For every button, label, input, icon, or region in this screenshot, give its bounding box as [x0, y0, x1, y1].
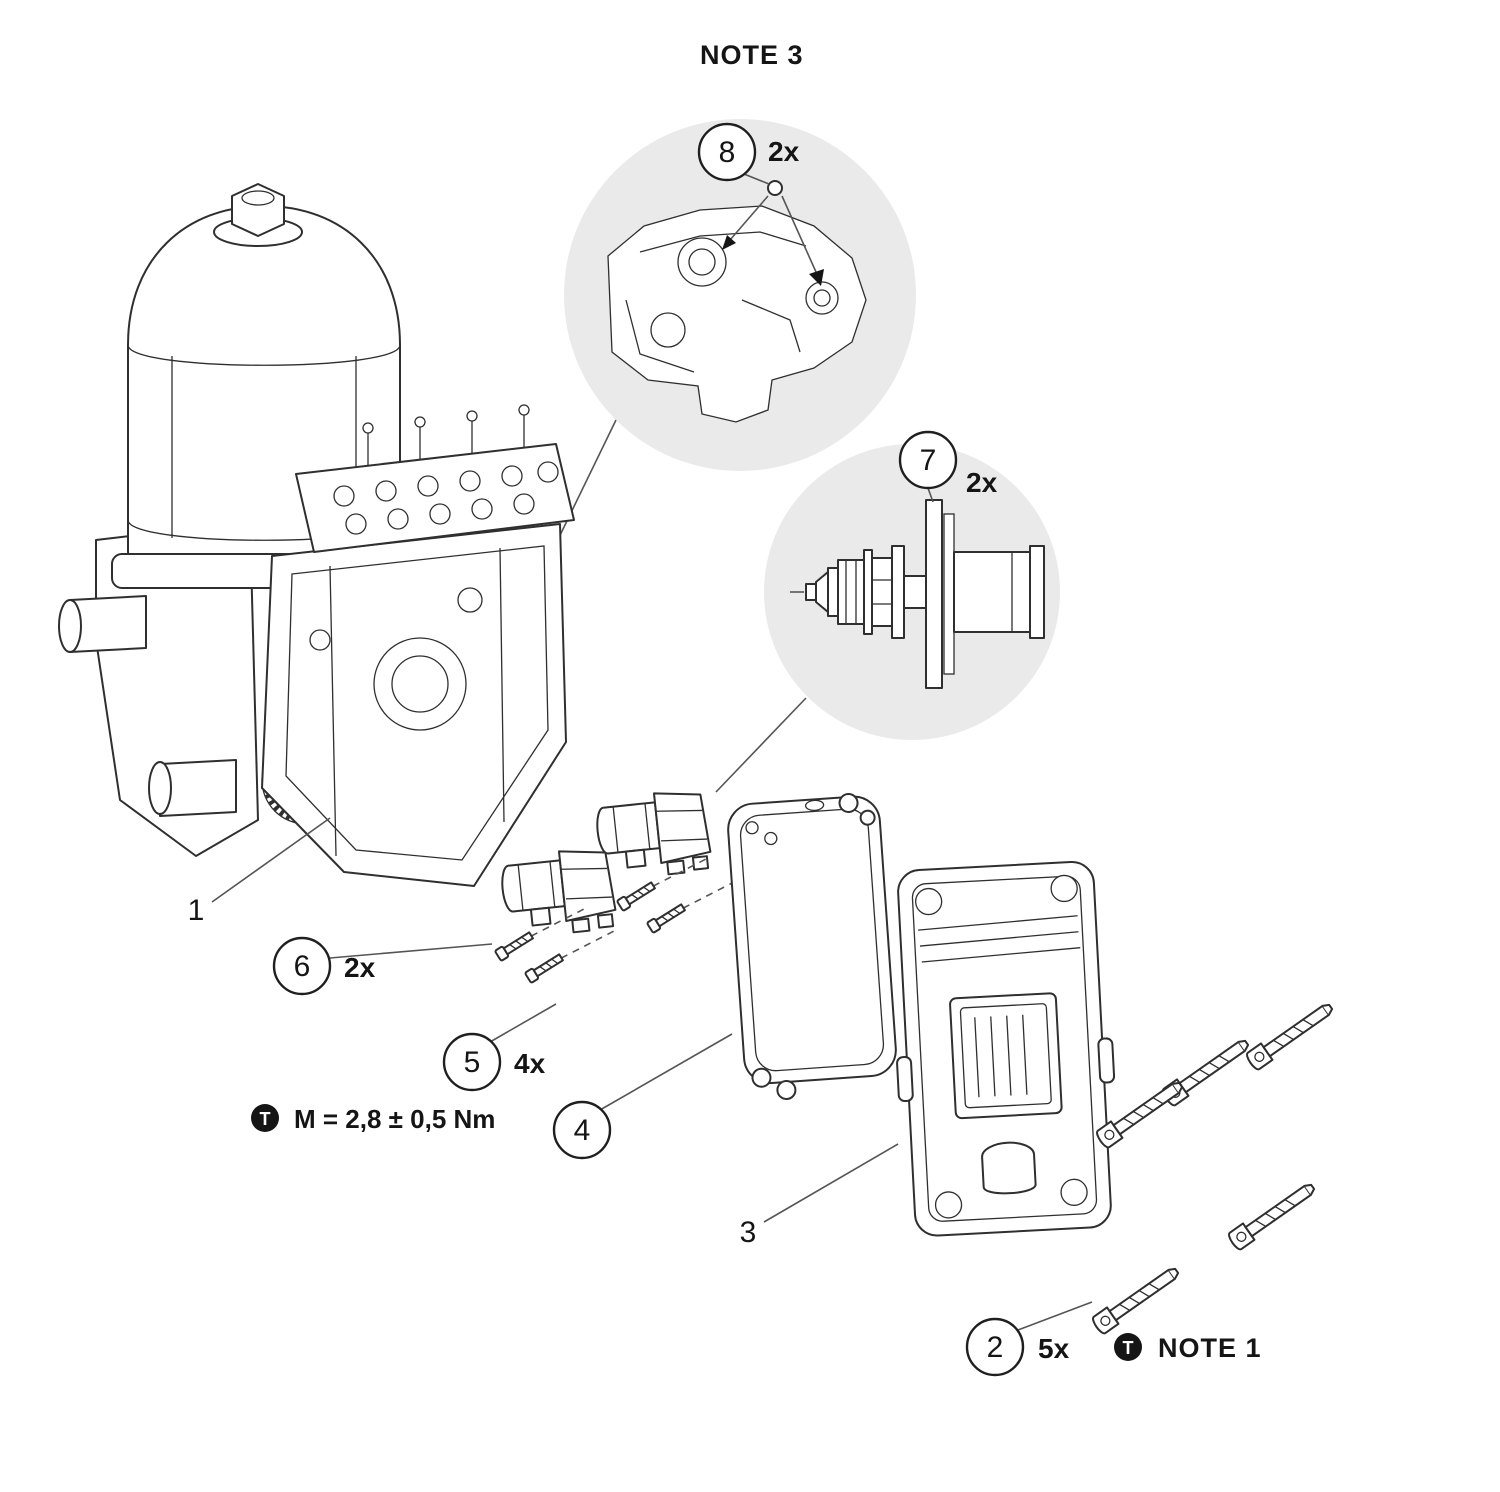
- callout-7-marker: [898, 430, 958, 490]
- callout-5-marker: [442, 1032, 502, 1092]
- callout-8-marker: [697, 122, 757, 182]
- cap-screw: [1089, 1261, 1184, 1337]
- valve-block: [261, 523, 567, 887]
- torque-icon: [1114, 1333, 1142, 1361]
- valve-cylinder: [953, 545, 1045, 639]
- callout-8-qty: 2x: [768, 136, 800, 167]
- side-port-lower: [148, 761, 172, 815]
- solenoid-screw: [493, 929, 536, 963]
- torque-icon-letter: T: [1123, 1338, 1134, 1358]
- arrowhead-left: [722, 235, 736, 250]
- ecu-module: [896, 861, 1116, 1237]
- arrowhead-right: [809, 269, 824, 286]
- air-dryer-valve-assembly: [58, 183, 807, 887]
- cap-screw: [1093, 1075, 1188, 1151]
- callouts: NOTE 3 8 2x 7 2x 1 6 2x 5 4x T M = 2,8 ±…: [188, 40, 1262, 1377]
- torque-icon: [251, 1104, 279, 1132]
- callout-3-number: 3: [740, 1216, 757, 1249]
- side-port-upper: [58, 599, 82, 653]
- cartridge-hex-nut: [231, 183, 285, 237]
- detail-view-7: [764, 444, 1060, 740]
- solenoid-screw: [615, 879, 658, 913]
- leader-to-detail-7: [715, 697, 807, 793]
- solenoid-screw: [523, 951, 566, 985]
- solenoid-armature: [805, 545, 927, 639]
- cap-screws: [1089, 997, 1338, 1337]
- gasket: [727, 792, 897, 1101]
- torque-icon-letter: T: [260, 1109, 271, 1129]
- callout-1-number: 1: [188, 894, 205, 927]
- note3-label: NOTE 3: [700, 40, 804, 70]
- note1-label: NOTE 1: [1158, 1333, 1262, 1363]
- cap-screw: [1243, 997, 1338, 1073]
- cap-screw: [1225, 1177, 1320, 1253]
- callout-2-number: 2: [987, 1331, 1004, 1364]
- mounting-plate: [925, 499, 943, 689]
- callout-6-marker: [272, 936, 332, 996]
- screw-location-dot: [767, 180, 783, 196]
- detail-view-note3: [564, 119, 916, 471]
- callout-5-number: 5: [464, 1046, 481, 1079]
- callout-7-number: 7: [920, 444, 937, 477]
- connector-recess: [949, 992, 1063, 1120]
- top-manifold: [295, 404, 575, 553]
- callout-4-number: 4: [574, 1114, 591, 1147]
- solenoid-screw: [645, 901, 688, 935]
- callout-8-number: 8: [719, 136, 736, 169]
- callout-6-qty: 2x: [344, 952, 376, 983]
- solenoid-valves: [493, 787, 739, 985]
- callout-5-qty: 4x: [514, 1048, 546, 1079]
- housing-cross-section: [607, 205, 867, 423]
- callout-6-number: 6: [294, 950, 311, 983]
- callout-2-qty: 5x: [1038, 1333, 1070, 1364]
- torque-spec: M = 2,8 ± 0,5 Nm: [294, 1104, 495, 1134]
- callout-2-marker: [965, 1317, 1025, 1377]
- callout-7-qty: 2x: [966, 467, 998, 498]
- callout-4-marker: [552, 1100, 612, 1160]
